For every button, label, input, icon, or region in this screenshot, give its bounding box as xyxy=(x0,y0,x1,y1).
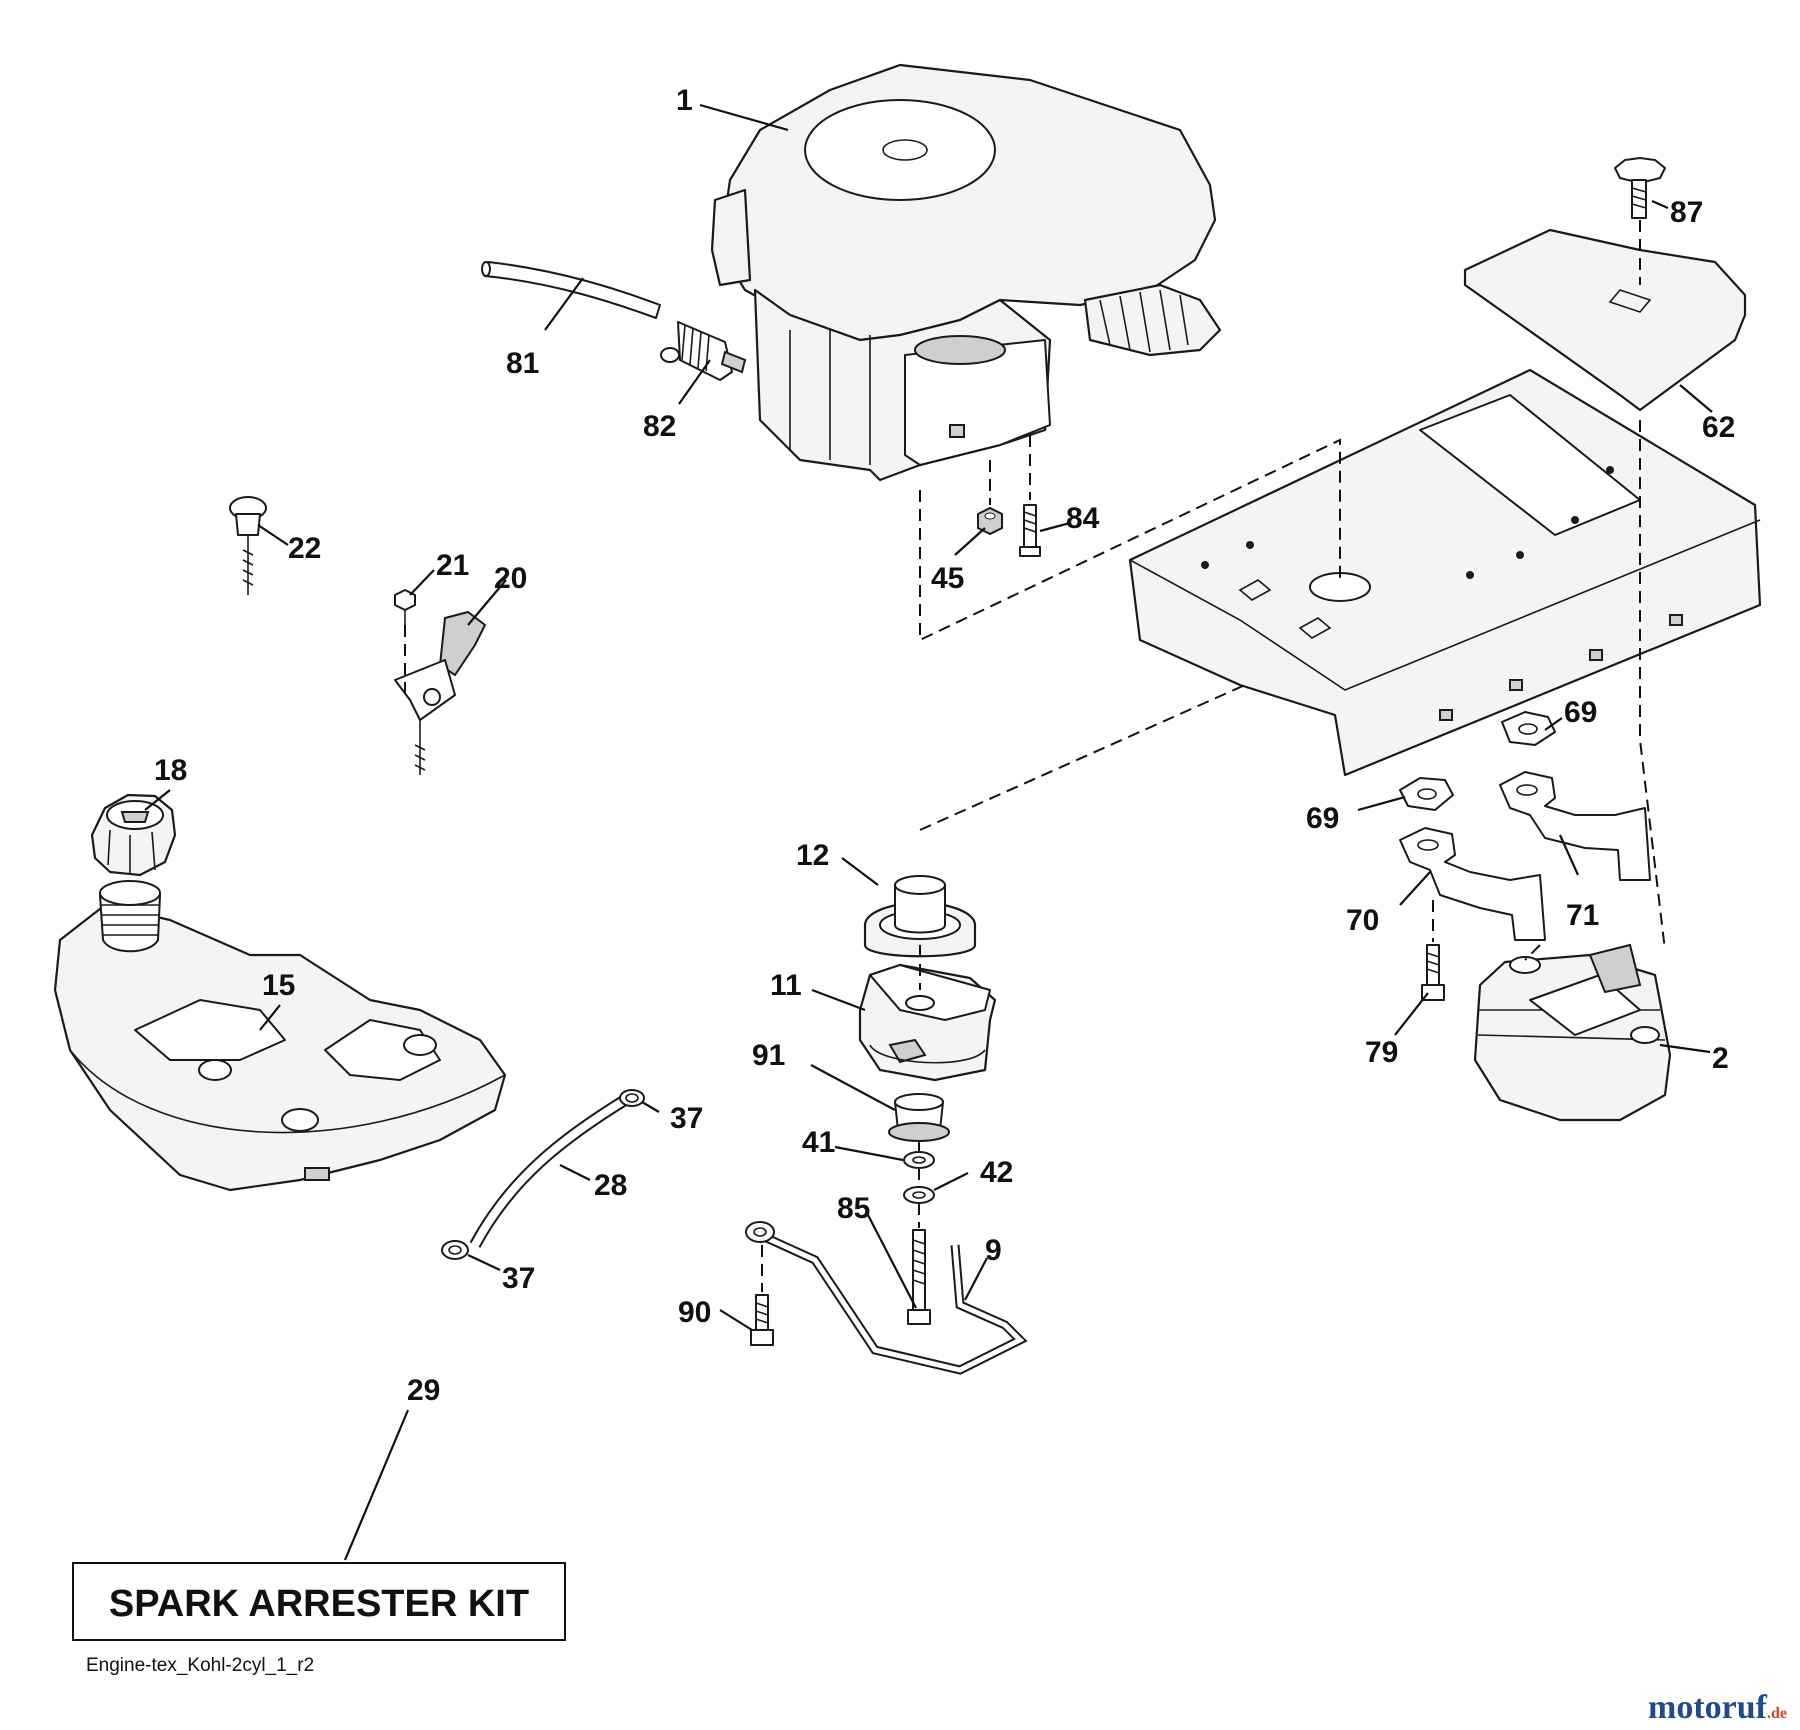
svg-text:motoruf.de: motoruf.de xyxy=(1648,1689,1787,1726)
callout-labels: 1 87 81 82 62 84 45 22 21 20 18 69 69 12… xyxy=(154,84,1735,1407)
motoruf-logo: motoruf.de xyxy=(1648,1689,1787,1726)
fuel-cap-18 xyxy=(90,793,177,877)
bushing-91 xyxy=(888,1093,950,1142)
callout-9: 9 xyxy=(985,1234,1002,1267)
electric-clutch-11 xyxy=(858,963,997,1082)
exhaust-gasket-69-left xyxy=(1399,777,1454,811)
callout-12: 12 xyxy=(796,839,829,872)
callout-37-top: 37 xyxy=(670,1102,703,1135)
fuel-line-81 xyxy=(481,261,661,319)
chassis-frame xyxy=(1128,368,1762,777)
diagram-caption: Engine-tex_Kohl-2cyl_1_r2 xyxy=(86,1655,314,1676)
callout-85: 85 xyxy=(837,1192,870,1225)
bolt-84 xyxy=(1019,504,1041,557)
callout-62: 62 xyxy=(1702,411,1735,444)
leader-lines xyxy=(144,103,1713,1561)
bolt-90 xyxy=(750,1294,774,1346)
exhaust-pipe-70 xyxy=(1399,827,1546,941)
callout-42: 42 xyxy=(980,1156,1013,1189)
callout-2: 2 xyxy=(1712,1042,1729,1075)
callout-90: 90 xyxy=(678,1296,711,1329)
washer-42 xyxy=(903,1186,935,1204)
logo-suffix: .de xyxy=(1767,1705,1787,1722)
callout-28: 28 xyxy=(594,1169,627,1202)
callout-70: 70 xyxy=(1346,904,1379,937)
fuel-fitting-82 xyxy=(660,321,747,381)
callout-18: 18 xyxy=(154,754,187,787)
muffler-2 xyxy=(1473,943,1672,1122)
engine xyxy=(710,63,1222,482)
assembly-lines xyxy=(404,220,1666,1292)
bolt-85 xyxy=(907,1229,931,1325)
callout-29: 29 xyxy=(407,1374,440,1407)
heat-shield-62 xyxy=(1463,228,1747,412)
callout-84: 84 xyxy=(1066,502,1100,535)
choke-knob-22 xyxy=(229,496,267,595)
pulley-12 xyxy=(863,875,977,958)
callout-1: 1 xyxy=(676,84,693,117)
callout-87: 87 xyxy=(1670,196,1703,229)
throttle-lever-20 xyxy=(394,610,487,775)
anti-rotation-bracket-9 xyxy=(745,1221,1028,1375)
bolt-87 xyxy=(1614,157,1666,219)
callout-37-bottom: 37 xyxy=(502,1262,535,1295)
callout-45: 45 xyxy=(931,562,964,595)
logo-wordmark: motoruf xyxy=(1648,1689,1768,1726)
spark-arrester-kit-label: SPARK ARRESTER KIT xyxy=(109,1583,529,1625)
callout-71: 71 xyxy=(1566,899,1599,932)
callout-91: 91 xyxy=(752,1039,785,1072)
callout-41: 41 xyxy=(802,1126,835,1159)
fuel-tank-15 xyxy=(53,903,507,1192)
callout-20: 20 xyxy=(494,562,527,595)
fuel-tank-neck xyxy=(99,880,161,953)
bolt-79 xyxy=(1421,944,1445,1001)
fuel-hose-28 xyxy=(469,1094,629,1248)
callout-69-left: 69 xyxy=(1306,802,1339,835)
spark-arrester-kit-box: SPARK ARRESTER KIT xyxy=(72,1562,566,1641)
screw-21 xyxy=(394,589,416,625)
washer-41 xyxy=(903,1151,935,1169)
callout-11: 11 xyxy=(770,969,802,1002)
exhaust-gasket-69-right xyxy=(1501,711,1556,746)
callout-81: 81 xyxy=(506,347,539,380)
callout-15: 15 xyxy=(262,969,295,1002)
callout-69-right: 69 xyxy=(1564,696,1597,729)
callout-79: 79 xyxy=(1365,1036,1398,1069)
hose-clamp-37-bottom xyxy=(441,1240,469,1260)
callout-22: 22 xyxy=(288,532,321,565)
hose-clamp-37-top xyxy=(619,1089,645,1107)
exhaust-pipe-71 xyxy=(1499,771,1651,881)
callout-21: 21 xyxy=(436,549,469,582)
callout-82: 82 xyxy=(643,410,676,443)
